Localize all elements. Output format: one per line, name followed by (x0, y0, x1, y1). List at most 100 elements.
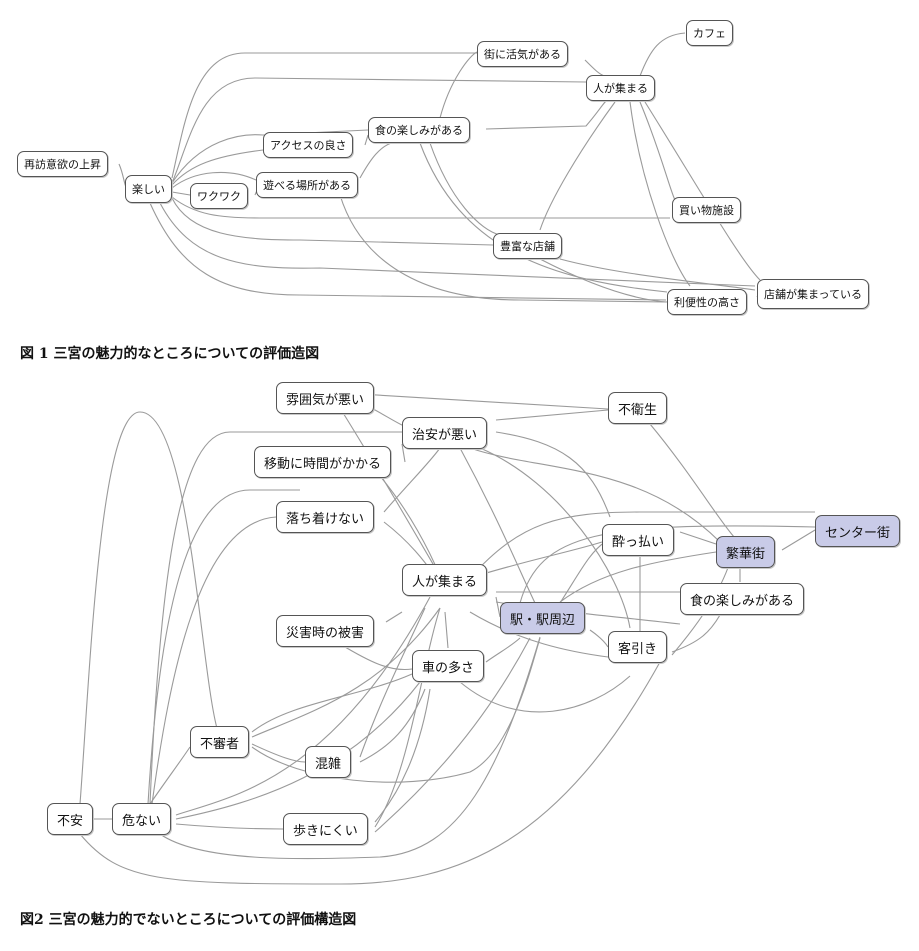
edge (639, 32, 686, 77)
node-suspicious: 不審者 (190, 726, 250, 758)
edge (359, 393, 609, 410)
edge (429, 142, 501, 236)
edge (459, 675, 631, 713)
edge (159, 636, 541, 860)
edge (175, 823, 284, 830)
edge (339, 194, 667, 303)
node-unsanitary: 不衛生 (608, 392, 668, 424)
edge (171, 52, 477, 179)
node-playplace: 遊べる場所がある (256, 172, 358, 198)
edge (559, 541, 606, 604)
node-food: 食の楽しみがある (368, 117, 470, 143)
edge (171, 149, 264, 186)
edge (539, 258, 668, 303)
node-disaster: 災害時の被害 (276, 615, 375, 647)
node-cafe: カフェ (686, 20, 733, 46)
node-congestion: 混雑 (305, 746, 352, 778)
edge (171, 129, 369, 184)
node-gathered: 店舗が集まっている (757, 279, 870, 309)
edge (539, 101, 616, 231)
edge (79, 411, 219, 805)
node-access: アクセスの良さ (263, 132, 354, 158)
edge (671, 614, 721, 653)
edge (359, 688, 426, 763)
node-crowd: 人が集まる (586, 75, 655, 101)
edge (359, 607, 426, 758)
edge (171, 196, 670, 219)
edge (339, 643, 413, 671)
edge (149, 202, 667, 301)
edge (251, 673, 413, 733)
edge (485, 99, 609, 130)
edge (171, 171, 257, 189)
node-stores: 豊富な店舗 (493, 233, 562, 259)
edge (374, 688, 431, 823)
edge (175, 681, 421, 820)
figure-1-caption: 図 1 三宮の魅力的なところについての評価造図 (20, 346, 320, 362)
node-convenience: 利便性の高さ (667, 289, 747, 315)
edge (401, 443, 406, 463)
node-fun: 楽しい (125, 175, 172, 203)
node-downtown: 繁華街 (716, 536, 776, 568)
node-atmosphere: 雰囲気が悪い (276, 382, 375, 414)
edge (559, 551, 717, 603)
edge (649, 423, 736, 539)
edge (479, 447, 631, 629)
node-anxiety: 不安 (47, 803, 94, 835)
edge (175, 596, 431, 816)
edge (589, 629, 609, 648)
edge (147, 489, 300, 805)
edge (383, 447, 441, 513)
figure-2-diagram: 雰囲気が悪い 不衛生 治安が悪い 移動に時間がかかる 落ち着けない 酔っ払い セ… (0, 372, 919, 902)
edge (251, 637, 541, 783)
edge (359, 141, 396, 179)
node-drunk: 酔っ払い (602, 524, 675, 556)
edge (495, 596, 501, 618)
edge (79, 661, 661, 885)
edge (251, 743, 306, 763)
edge (374, 607, 441, 828)
node-touts: 客引き (608, 631, 668, 663)
edge (469, 541, 603, 579)
edge (374, 637, 531, 833)
edge (149, 746, 191, 805)
edge (519, 525, 816, 604)
node-cars: 車の多さ (412, 650, 485, 682)
edge (149, 431, 402, 805)
edge (495, 431, 611, 518)
figure-2-edges (79, 393, 816, 885)
edge (485, 637, 521, 663)
edge (495, 409, 609, 421)
edge (444, 611, 449, 649)
edge (639, 101, 676, 201)
node-center: センター街 (815, 515, 901, 547)
edge (339, 407, 441, 577)
node-shopping: 買い物施設 (672, 197, 741, 223)
node-danger: 危ない (112, 803, 172, 835)
edge (171, 197, 494, 246)
edge (584, 59, 606, 77)
edge (251, 607, 441, 738)
node-restless: 落ち着けない (276, 501, 375, 533)
node-revisit: 再訪意欲の上昇 (17, 151, 108, 177)
node-exciting: ワクワク (190, 183, 248, 209)
edge (781, 529, 816, 551)
edge (364, 134, 369, 146)
edge (644, 101, 761, 281)
node-food2: 食の楽しみがある (680, 583, 805, 615)
figure-2-caption: 図2 三宮の魅力的でないところについての評価構造図 (20, 912, 357, 928)
figure-1-diagram: カフェ 街に活気がある 人が集まる アクセスの良さ 食の楽しみがある 再訪意欲の… (0, 0, 919, 330)
edge (679, 531, 717, 545)
node-security: 治安が悪い (402, 417, 488, 449)
edge (559, 258, 756, 291)
edge (469, 611, 609, 658)
edge (171, 77, 587, 184)
figure-1-edges (118, 32, 761, 303)
node-crowd2: 人が集まる (402, 564, 488, 596)
node-hardwalk: 歩きにくい (283, 813, 368, 845)
edge (459, 447, 536, 604)
edge (469, 511, 815, 579)
edge (439, 51, 478, 119)
edge (629, 101, 691, 287)
node-travel: 移動に時間がかかる (254, 446, 392, 478)
